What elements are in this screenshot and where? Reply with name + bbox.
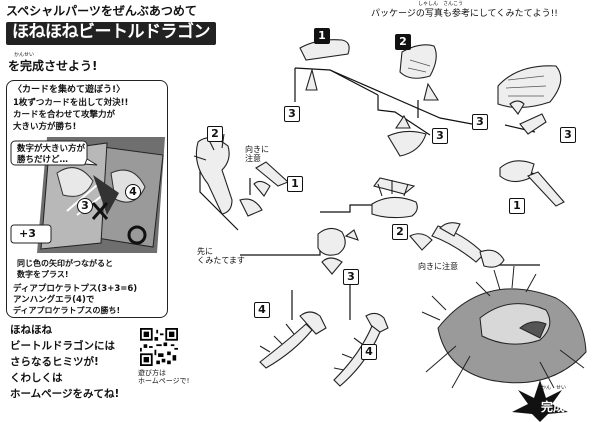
step-number-2: 2 bbox=[207, 126, 223, 142]
complete-label: 完成! bbox=[541, 400, 571, 414]
step-number-3: 3 bbox=[472, 114, 488, 130]
card-number-3: 3 bbox=[77, 198, 93, 214]
qr-label-line: 遊び方は bbox=[138, 369, 166, 377]
bubble-line-1: 数字が大きい方が bbox=[17, 144, 86, 154]
step-number-3: 3 bbox=[560, 127, 576, 143]
orientation-note: 向きに 注意 bbox=[245, 145, 269, 163]
footer-line: ホームページをみてね! bbox=[10, 388, 120, 400]
footer-line: くわしくは bbox=[10, 372, 63, 384]
step-number-3: 3 bbox=[432, 128, 448, 144]
step-number-1: 1 bbox=[287, 176, 303, 192]
completed-model bbox=[421, 265, 587, 389]
step-number-1: 1 bbox=[509, 198, 525, 214]
step-number-2: 2 bbox=[395, 34, 411, 50]
complete-ruby: かん せい bbox=[541, 385, 567, 391]
step-number-1: 1 bbox=[314, 28, 330, 44]
footer-line: さらなるヒミツが! bbox=[10, 356, 99, 368]
result-line: ディアプロケラトプス(3+3=6) bbox=[13, 284, 138, 294]
card-rule-line: 大きい方が勝ち! bbox=[13, 122, 77, 132]
card-panel-heading: 〈カードを集めて遊ぼう!〉 bbox=[13, 85, 126, 95]
assemble-first-note: 先に くみたてます bbox=[197, 247, 245, 265]
assemble-first-line: くみたてます bbox=[197, 256, 245, 266]
footer-line: ビートルドラゴンには bbox=[10, 340, 115, 352]
plus-three-label: +3 bbox=[19, 227, 36, 240]
card-game-panel: 〈カードを集めて遊ぼう!〉 1枚ずつカードを出して対決!! カードを合わせて攻撃… bbox=[6, 80, 168, 318]
step-number-3: 3 bbox=[284, 106, 300, 122]
card-number-4: 4 bbox=[125, 184, 141, 200]
step-number-4: 4 bbox=[361, 344, 377, 360]
arrow-rule-1: 同じ色の矢印がつながると bbox=[17, 259, 113, 268]
photo-note-ruby: しゃしん さんこう bbox=[418, 1, 464, 7]
subtitle-ruby: かんせい bbox=[14, 52, 35, 58]
orientation-note-right: 向きに注意 bbox=[418, 262, 458, 271]
result-line: ディアプロケラトプスの勝ち! bbox=[13, 306, 121, 315]
arrow-rule-2: 数字をプラス! bbox=[17, 270, 69, 279]
product-title: ほねほねビートルドラゴン bbox=[6, 22, 216, 45]
assemble-first-line: 先に bbox=[197, 247, 213, 256]
subtitle-text: を完成させよう! bbox=[8, 59, 98, 73]
qr-label: 遊び方は ホームページで! bbox=[138, 369, 189, 385]
card-rule-line: カードを合わせて攻撃力が bbox=[13, 110, 116, 120]
qr-code-icon bbox=[140, 328, 178, 366]
intro-text: スペシャルパーツをぜんぶあつめて bbox=[6, 4, 197, 18]
qr-label-line: ホームページで! bbox=[138, 377, 190, 386]
result-line: アンハングエラ(4)で bbox=[13, 295, 95, 305]
card-rule-line: 1枚ずつカードを出して対決!! bbox=[13, 98, 129, 108]
orientation-note-line: 向きに bbox=[245, 145, 269, 154]
photo-note: パッケージの写真も参考にしてくみたてよう!! bbox=[371, 9, 558, 19]
orientation-note-line: 注意 bbox=[245, 154, 261, 164]
step-number-3: 3 bbox=[343, 269, 359, 285]
product-title-bar: ほねほねビートルドラゴン bbox=[6, 22, 216, 45]
footer-line: ほねほね bbox=[10, 324, 52, 336]
bubble-line-2: 勝ちだけど… bbox=[17, 155, 69, 165]
step-number-2: 2 bbox=[392, 224, 408, 240]
step-number-4: 4 bbox=[254, 302, 270, 318]
